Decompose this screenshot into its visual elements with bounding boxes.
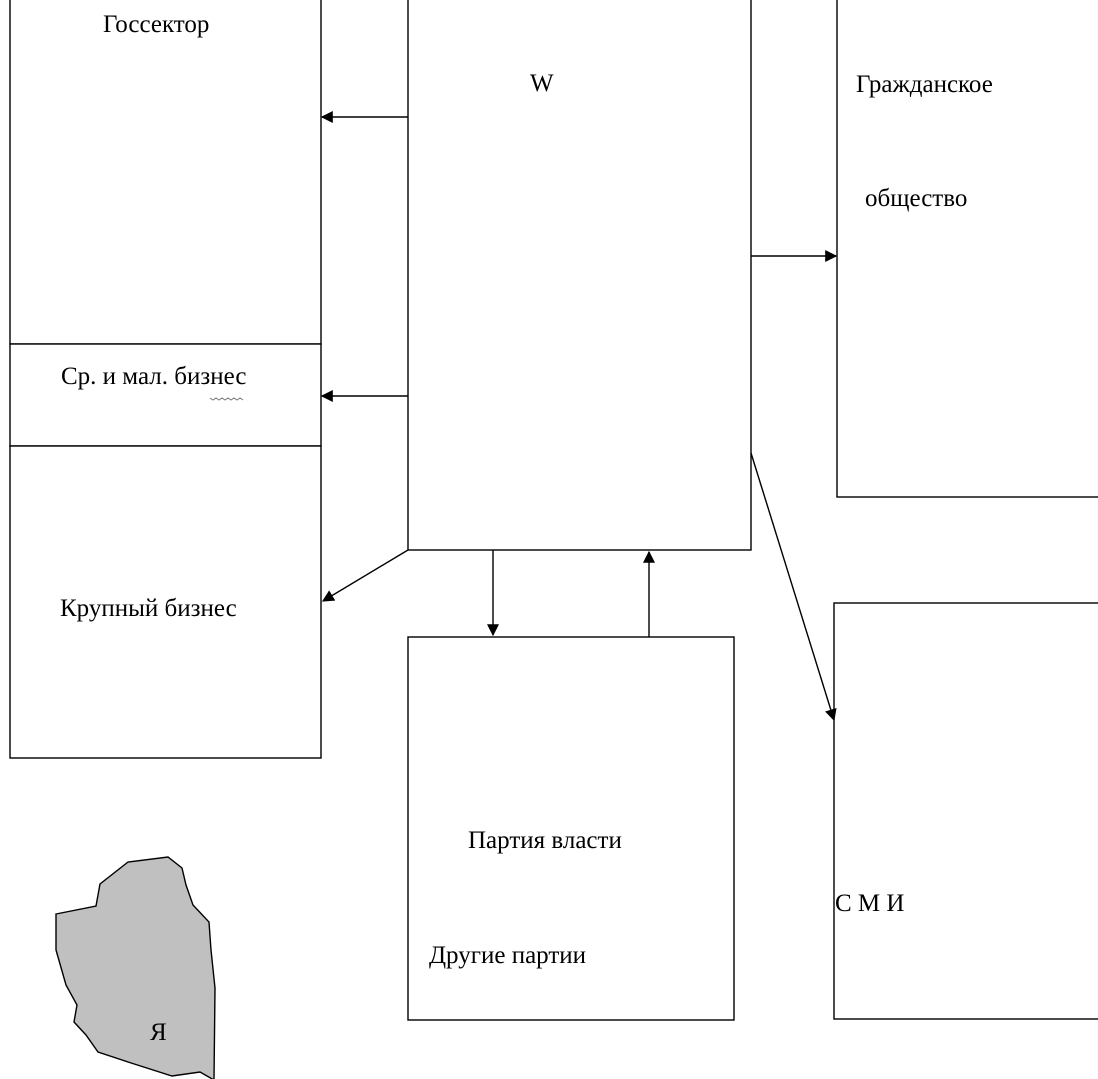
- sr-mal-biznes-box: [9, 343, 322, 447]
- gossektor-box: [9, 0, 322, 345]
- grazhdanskoe-label-line2: общество: [865, 185, 967, 212]
- smi-label: С М И: [835, 890, 904, 917]
- sr-mal-biznes-label: Ср. и мал. бизнес: [61, 363, 246, 390]
- drugie-partii-label: Другие партии: [429, 942, 586, 969]
- krupny-biznes-label: Крупный бизнес: [60, 595, 237, 622]
- ya-label: Я: [150, 1019, 167, 1046]
- arrow-w-to-smi: [750, 452, 837, 722]
- w-label: W: [530, 70, 554, 97]
- smi-box: [833, 602, 1098, 1020]
- partii-box: [407, 636, 735, 1021]
- w-box: [407, 0, 752, 551]
- arrow-w-to-krupny-biznes: [321, 549, 409, 602]
- grazhdanskoe-label-line1: Гражданское: [856, 71, 993, 98]
- partiya-vlasti-label: Партия власти: [468, 827, 622, 854]
- ya-blob-shape: [55, 856, 216, 1079]
- krupny-biznes-box: [9, 445, 322, 759]
- grazhdanskoe-obshchestvo-box: [836, 0, 1098, 498]
- spellcheck-underline: [209, 397, 244, 401]
- gossektor-label: Госсектор: [103, 11, 209, 38]
